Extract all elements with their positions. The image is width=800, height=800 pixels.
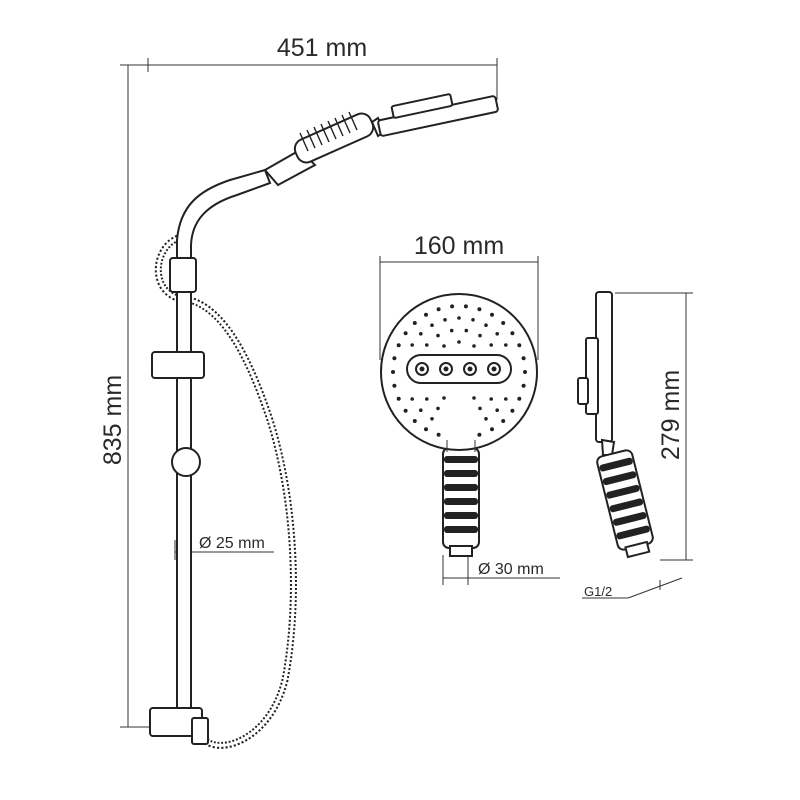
nozzle-dot [457,340,461,344]
nozzle-dot [510,331,515,336]
spray-mode-panel [406,354,512,384]
nozzle-dot [442,396,446,400]
nozzle-dot [504,397,508,401]
nozzle-dot [410,343,415,347]
nozzle-dot [412,419,417,423]
nozzle-dot [521,356,526,361]
mounted-handset [263,93,499,187]
nozzle-dot [436,333,440,338]
nozzle-dot [521,383,526,388]
nozzle-dot [495,332,500,336]
dimension-lines [120,58,693,728]
nozzle-dot [396,343,401,348]
handle-grip-rings [444,456,478,533]
hose-connector [191,717,209,745]
handle-thread-front [449,545,473,557]
nozzle-dot [436,432,441,437]
nozzle-dot [477,307,482,312]
nozzle-dot [425,343,429,347]
nozzle-dot [504,343,508,347]
nozzle-dot [410,397,415,401]
nozzle-dot [430,323,434,328]
nozzle-dot [443,318,447,322]
slide-bar-assembly [149,93,499,749]
bar-diameter-label: Ø 25 mm [199,535,265,552]
handle-diameter-label: Ø 30 mm [478,561,544,578]
handle-thread-side [624,540,651,559]
nozzle-dot [490,312,494,317]
nozzle-dot [501,419,506,423]
nozzle-dot [477,432,482,437]
handset-front-view [380,293,538,557]
mode-buttons [415,362,501,376]
slider-knob [171,447,201,477]
nozzle-dot [478,333,482,338]
handset-slider [151,351,205,379]
nozzle-dot [424,427,428,432]
nozzle-dot [484,323,488,328]
nozzle-dot [436,307,441,312]
nozzle-dot [478,406,482,411]
nozzle-dot [472,344,476,348]
nozzle-dot [517,343,522,348]
nozzle-dot [442,344,446,348]
nozzle-dot [391,370,395,374]
total-height-label: 835 mm [99,375,127,465]
head-diameter-label: 160 mm [414,232,504,260]
nozzle-dot [471,318,475,322]
nozzle-dot [495,408,500,413]
nozzle-dot [403,408,408,413]
nozzle-dot [484,417,488,421]
dimension-labels: 451 mm 835 mm Ø 25 mm 160 mm Ø 30 mm 279… [99,34,685,599]
nozzle-dot [463,304,468,309]
nozzle-dot [489,343,494,347]
nozzle-dot [510,408,515,413]
nozzle-dot [472,396,476,400]
nozzle-dot [464,328,469,333]
thread-label: G1/2 [584,584,612,599]
nozzle-dot [501,321,506,325]
handset-length-label: 279 mm [657,370,685,460]
nozzle-dot [425,397,429,401]
nozzle-dot [392,383,397,388]
total-width-label: 451 mm [277,34,367,62]
nozzle-dot [436,406,440,411]
nozzle-dot [419,332,423,336]
nozzle-dot [403,331,408,336]
nozzle-dot [392,356,397,361]
handset-side-view [577,291,654,559]
nozzle-dot [412,321,417,325]
bar-top-bend [176,168,272,273]
nozzle-dot [457,316,461,320]
nozzle-pattern [391,304,527,437]
nozzle-dot [490,427,494,432]
nozzle-dot [523,370,527,374]
nozzle-dot [449,328,454,333]
nozzle-dot [424,312,428,317]
nozzle-dot [489,397,494,401]
nozzle-dot [517,396,522,401]
upper-wall-bracket [169,257,197,293]
nozzle-dot [430,417,434,421]
nozzle-dot [450,304,455,309]
nozzle-dot [396,396,401,401]
slide-bar [176,269,192,731]
nozzle-dot [419,408,423,413]
